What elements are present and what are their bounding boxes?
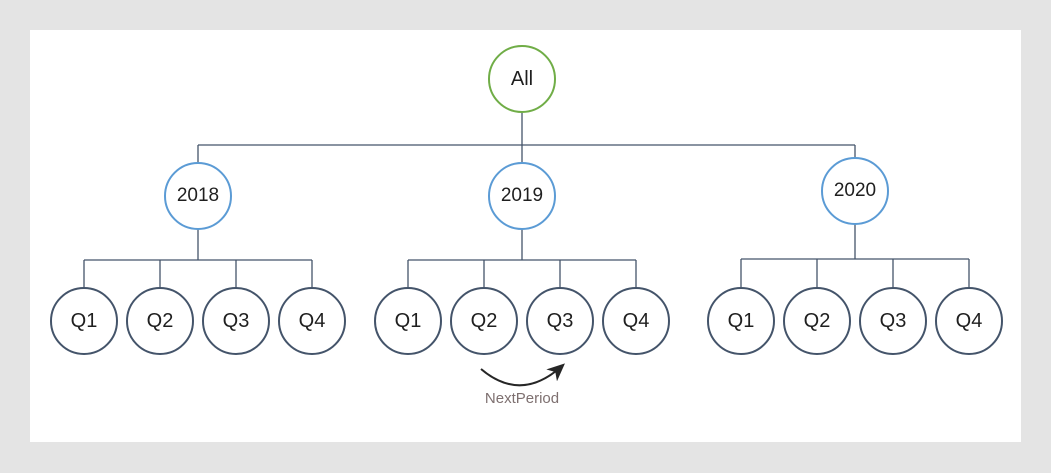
node-2019-q1: Q1 [374, 287, 442, 355]
node-2020-q2-label: Q2 [803, 309, 831, 332]
node-year-2019-label: 2019 [500, 185, 544, 206]
node-2019-q3-label: Q3 [546, 309, 574, 332]
node-2020-q3: Q3 [859, 287, 927, 355]
next-period-label: NextPeriod [484, 390, 560, 407]
node-2020-q1-label: Q1 [727, 309, 755, 332]
node-year-2018: 2018 [164, 162, 232, 230]
node-2018-q3: Q3 [202, 287, 270, 355]
node-2018-q3-label: Q3 [222, 309, 250, 332]
node-2020-q3-label: Q3 [879, 309, 907, 332]
node-year-2020: 2020 [821, 157, 889, 225]
node-2020-q4-label: Q4 [955, 309, 983, 332]
node-2018-q1: Q1 [50, 287, 118, 355]
node-2019-q3: Q3 [526, 287, 594, 355]
node-year-2019: 2019 [488, 162, 556, 230]
node-all-label: All [510, 67, 534, 90]
node-year-2020-label: 2020 [833, 180, 877, 201]
node-2019-q2: Q2 [450, 287, 518, 355]
node-2020-q2: Q2 [783, 287, 851, 355]
node-2020-q1: Q1 [707, 287, 775, 355]
node-2018-q4: Q4 [278, 287, 346, 355]
node-2018-q4-label: Q4 [298, 309, 326, 332]
node-2019-q2-label: Q2 [470, 309, 498, 332]
node-2018-q2-label: Q2 [146, 309, 174, 332]
node-year-2018-label: 2018 [176, 185, 220, 206]
node-2018-q2: Q2 [126, 287, 194, 355]
node-2019-q4: Q4 [602, 287, 670, 355]
node-2020-q4: Q4 [935, 287, 1003, 355]
node-all: All [488, 45, 556, 113]
node-2019-q4-label: Q4 [622, 309, 650, 332]
node-2018-q1-label: Q1 [70, 309, 98, 332]
node-2019-q1-label: Q1 [394, 309, 422, 332]
